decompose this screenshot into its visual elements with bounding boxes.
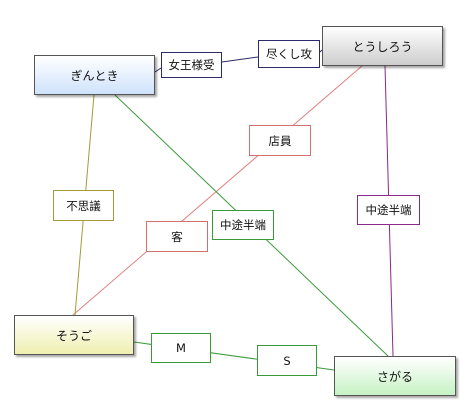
node-toushirou[interactable]: とうしろう [322, 26, 443, 66]
edge-label-chuto-hanpa-toushirou-sagaru[interactable]: 中途半端 [357, 195, 420, 225]
edge-label-tsukushi-zeme[interactable]: 尽くし攻 [258, 40, 320, 68]
edge-gintoki-toushirou [154, 67, 162, 73]
edge-label-kyaku[interactable]: 客 [146, 221, 208, 252]
node-sagaru[interactable]: さがる [334, 356, 456, 396]
edge-label-fushigi[interactable]: 不思議 [53, 190, 114, 221]
edge-gintoki-toushirou-mid [221, 56, 259, 63]
edge-toushirou-sougo [72, 65, 363, 316]
node-gintoki[interactable]: ぎんとき [34, 55, 155, 95]
edge-gintoki-toushirou-end [319, 49, 323, 53]
edge-label-jo-ousama-uke[interactable]: 女王様受 [161, 52, 222, 78]
edge-label-tenin[interactable]: 店員 [249, 125, 311, 156]
edge-label-s[interactable]: S [257, 345, 317, 376]
edge-label-chuto-hanpa-gintoki-sagaru[interactable]: 中途半端 [212, 210, 274, 240]
edge-label-m[interactable]: M [151, 333, 211, 363]
node-sougo[interactable]: そうご [14, 315, 134, 355]
